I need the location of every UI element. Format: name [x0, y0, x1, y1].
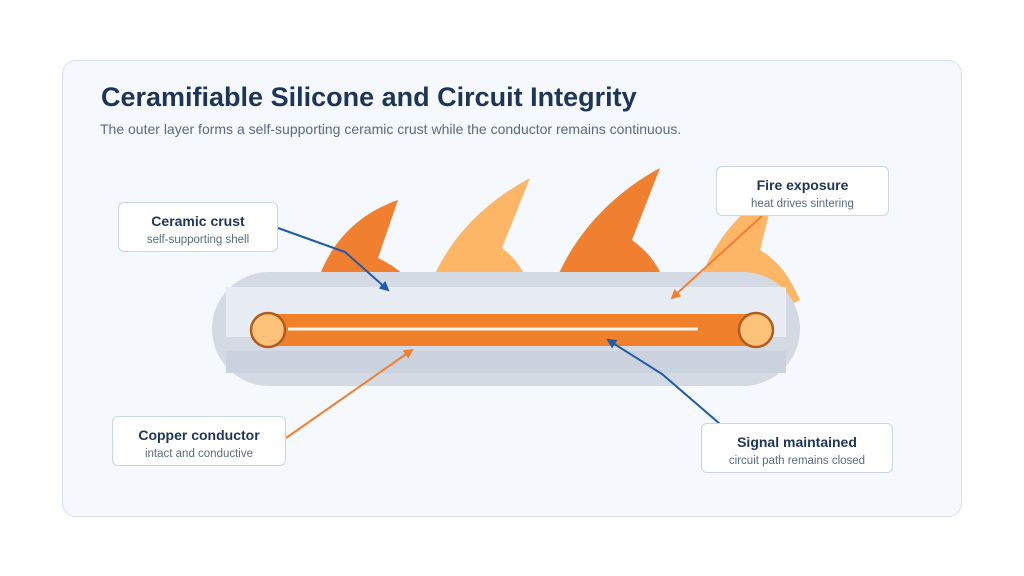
callout-copper-conductor-sub: intact and conductive	[144, 448, 254, 460]
leader-fire-exposure	[670, 215, 763, 300]
callout-signal-maintained-title: Signal maintained	[737, 434, 857, 450]
flame-1	[318, 200, 410, 282]
leader-ceramic-crust	[277, 227, 390, 292]
callout-fire-exposure-sub: heat drives sintering	[751, 198, 854, 210]
terminal-right	[737, 311, 775, 349]
callout-copper-conductor: Copper conductor intact and conductive	[112, 416, 286, 466]
leader-signal-maintained	[606, 338, 721, 425]
callout-ceramic-crust-title: Ceramic crust	[151, 213, 245, 229]
copper-conductor	[249, 311, 775, 349]
callout-signal-maintained-sub: circuit path remains closed	[728, 455, 866, 467]
page-subtitle: The outer layer forms a self-supporting …	[100, 121, 682, 137]
callout-fire-exposure-title: Fire exposure	[756, 177, 849, 193]
flame-3	[556, 168, 664, 282]
page-title: Ceramifiable Silicone and Circuit Integr…	[101, 82, 637, 112]
callout-copper-conductor-title: Copper conductor	[138, 427, 260, 443]
callout-fire-exposure: Fire exposure heat drives sintering	[716, 166, 889, 216]
flame-2	[432, 178, 530, 282]
callout-ceramic-crust-sub: self-supporting shell	[146, 234, 250, 246]
leader-copper-conductor	[285, 348, 414, 439]
callout-signal-maintained: Signal maintained circuit path remains c…	[701, 423, 893, 473]
callout-ceramic-crust: Ceramic crust self-supporting shell	[118, 202, 278, 252]
terminal-left	[249, 311, 287, 349]
